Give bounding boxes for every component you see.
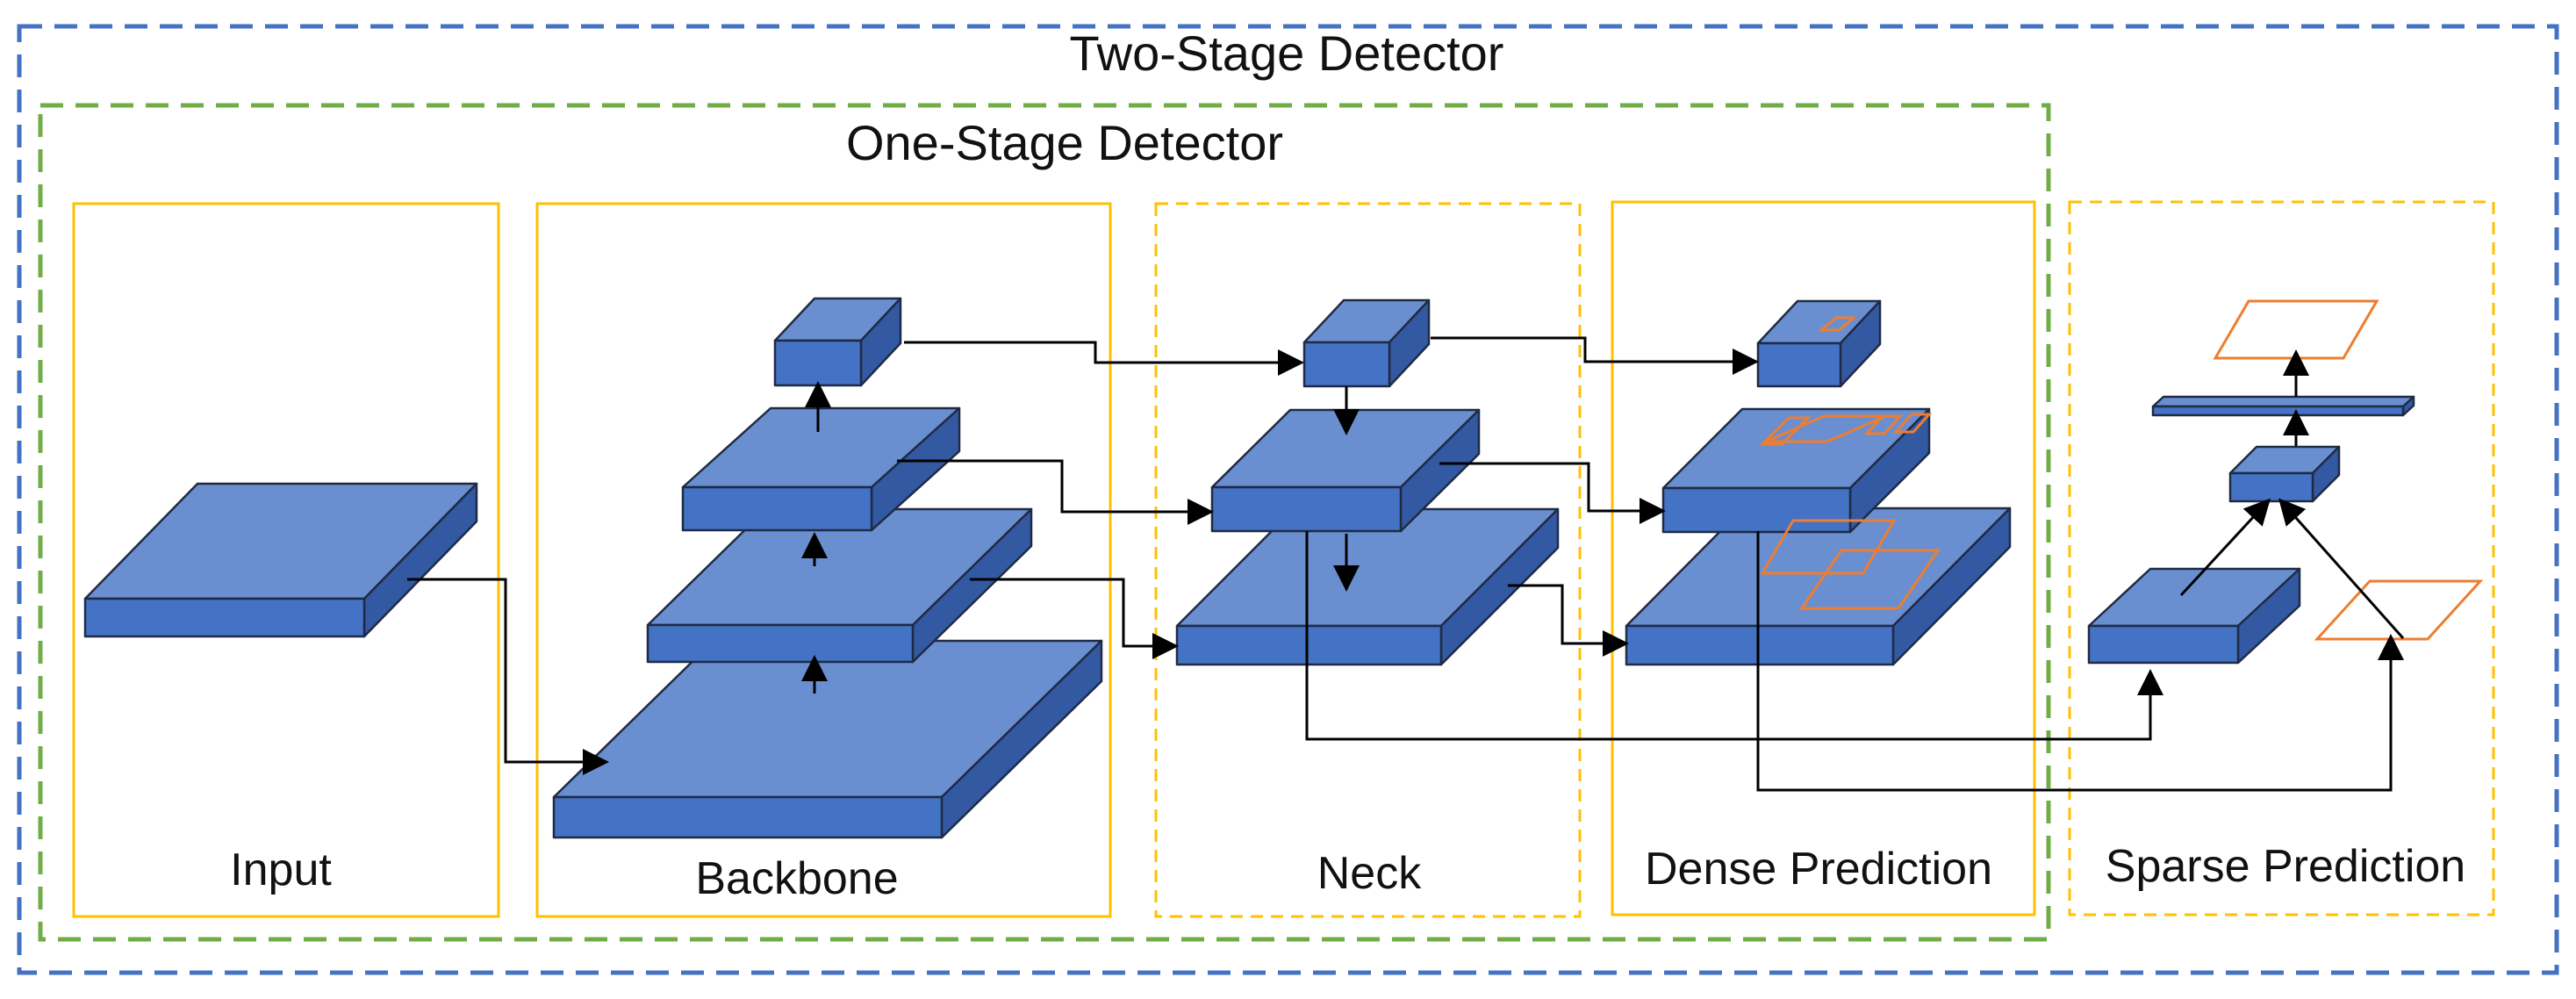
- bbox-icon: [1817, 316, 1858, 332]
- sparse-output-bbox-icon: [2213, 299, 2379, 360]
- neck-block-2: [1210, 408, 1481, 533]
- dense-prediction-panel: [1611, 200, 2036, 916]
- feature-map-blocks: [83, 297, 2415, 839]
- bbox-icon: [1759, 416, 1812, 446]
- bbox-icon: [1760, 519, 1897, 575]
- backbone-block-3: [681, 406, 961, 532]
- connector: [970, 578, 1179, 659]
- sparse-prediction-panel: [2068, 200, 2495, 916]
- one-stage-detector-frame: [38, 103, 2051, 942]
- dense-block-3: [1756, 299, 1882, 388]
- backbone-block-2: [646, 507, 1033, 664]
- sparse-pooled-block: [2228, 445, 2341, 503]
- input-image-block: [83, 482, 478, 638]
- connector-lines: [407, 336, 2405, 792]
- dense-block-1: [1625, 507, 2012, 666]
- backbone-label: Backbone: [695, 853, 898, 904]
- connector: [1756, 531, 2404, 792]
- two-stage-detector-frame: [17, 24, 2559, 975]
- bbox-icon: [1892, 413, 1933, 434]
- input-label: Input: [230, 844, 332, 895]
- dense-prediction-label: Dense Prediction: [1645, 844, 1992, 895]
- bbox-icon: [1863, 414, 1904, 435]
- one-stage-detector-title: One-Stage Detector: [846, 115, 1283, 170]
- sparse-fc-bar: [2151, 395, 2415, 417]
- connector: [1305, 531, 2163, 741]
- two-stage-detector-title: Two-Stage Detector: [1070, 25, 1504, 81]
- connector: [1439, 462, 1666, 524]
- dense-bbox-group: [1759, 316, 1941, 610]
- backbone-block-4: [773, 297, 902, 387]
- bbox-icon: [1799, 549, 1941, 610]
- neck-label: Neck: [1317, 848, 1422, 899]
- connector: [2278, 498, 2405, 639]
- neck-block-1: [1175, 507, 1560, 666]
- sparse-prediction-label: Sparse Prediction: [2106, 841, 2465, 892]
- sparse-proposal-bbox-icon: [2314, 579, 2484, 641]
- neck-block-3: [1302, 298, 1431, 388]
- connector: [407, 578, 609, 775]
- backbone-block-1: [552, 639, 1103, 839]
- sparse-roi-block: [2087, 567, 2301, 665]
- connector: [897, 459, 1214, 525]
- connector: [2179, 498, 2271, 597]
- neck-panel: [1154, 202, 1582, 918]
- connector: [1431, 336, 1759, 375]
- connector: [904, 341, 1304, 376]
- connector: [1508, 584, 1629, 657]
- input-panel: [72, 202, 500, 918]
- backbone-panel: [535, 202, 1112, 918]
